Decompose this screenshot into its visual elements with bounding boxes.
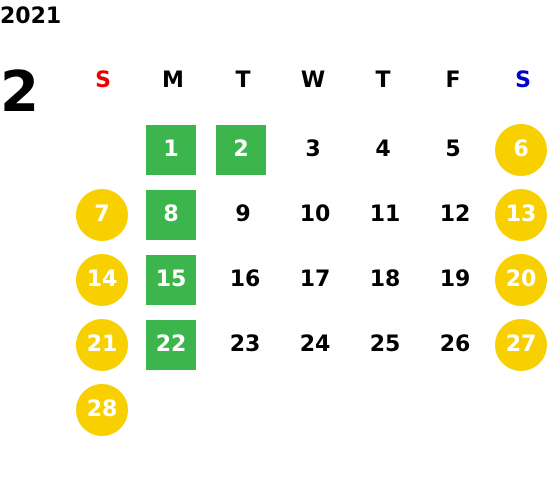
day-cell[interactable]: 25 <box>369 332 401 357</box>
day-cell[interactable]: 9 <box>235 202 251 227</box>
day-cell[interactable]: 21 <box>76 319 128 371</box>
weekday-wednesday: W <box>300 68 326 93</box>
month-label: 2 <box>0 60 39 125</box>
day-cell[interactable]: 20 <box>495 254 547 306</box>
day-cell[interactable]: 4 <box>375 137 391 162</box>
weekday-tuesday: T <box>235 68 251 93</box>
day-cell[interactable]: 8 <box>146 190 196 240</box>
day-cell[interactable]: 11 <box>369 202 401 227</box>
weekday-sunday: S <box>95 68 111 93</box>
day-cell[interactable]: 13 <box>495 189 547 241</box>
weekday-thursday: T <box>375 68 391 93</box>
day-cell[interactable]: 18 <box>369 267 401 292</box>
day-cell[interactable]: 24 <box>299 332 331 357</box>
day-cell[interactable]: 14 <box>76 254 128 306</box>
day-cell[interactable]: 16 <box>229 267 261 292</box>
year-label: 2021 <box>0 4 62 29</box>
day-cell[interactable]: 2 <box>216 125 266 175</box>
day-cell[interactable]: 5 <box>445 137 461 162</box>
day-cell[interactable]: 10 <box>299 202 331 227</box>
day-cell[interactable]: 28 <box>76 384 128 436</box>
day-cell[interactable]: 15 <box>146 255 196 305</box>
day-cell[interactable]: 17 <box>299 267 331 292</box>
day-cell[interactable]: 23 <box>229 332 261 357</box>
day-cell[interactable]: 12 <box>439 202 471 227</box>
day-cell[interactable]: 6 <box>495 124 547 176</box>
day-cell[interactable]: 3 <box>305 137 321 162</box>
weekday-saturday: S <box>515 68 531 93</box>
day-cell[interactable]: 26 <box>439 332 471 357</box>
day-cell[interactable]: 19 <box>439 267 471 292</box>
day-cell[interactable]: 7 <box>76 189 128 241</box>
weekday-friday: F <box>445 68 461 93</box>
day-cell[interactable]: 1 <box>146 125 196 175</box>
day-cell[interactable]: 27 <box>495 319 547 371</box>
day-cell[interactable]: 22 <box>146 320 196 370</box>
weekday-monday: M <box>162 68 184 93</box>
